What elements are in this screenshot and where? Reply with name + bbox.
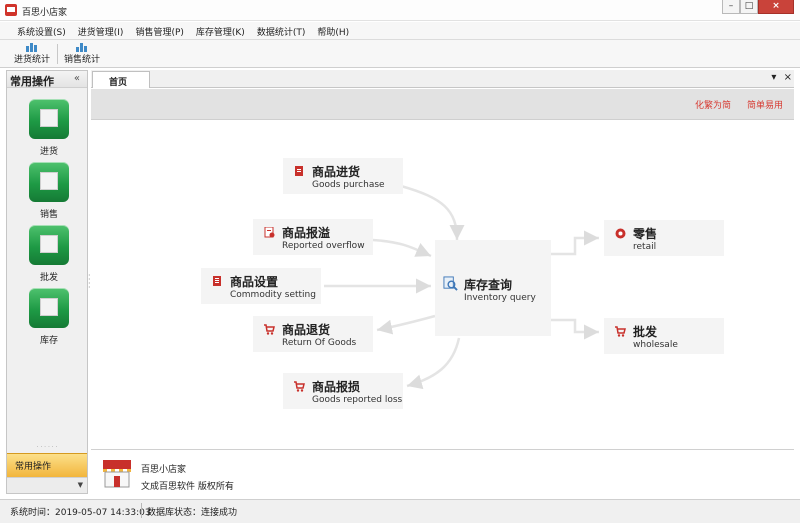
tab-controls: ▾ × (767, 72, 792, 83)
window-controls: – □ × (722, 0, 794, 14)
node-inventory-title: 库存查询 (464, 278, 513, 292)
arrow-inventory-loss (406, 337, 461, 390)
overflow-doc-icon (264, 227, 275, 238)
bar-chart-icon (25, 42, 39, 52)
node-inventory-sub: Inventory query (464, 293, 536, 303)
menu-sales-management[interactable]: 销售管理(P) (135, 28, 184, 38)
tile-wholesale[interactable]: 批发 (27, 225, 71, 283)
node-retail-title: 零售 (633, 227, 658, 241)
arrow-inventory-return (376, 314, 436, 335)
flow-arrows (324, 184, 599, 390)
common-operations-tab[interactable]: 常用操作 (7, 453, 87, 477)
tile-inventory-label: 库存 (39, 336, 58, 346)
node-goods-purchase[interactable]: 商品进货 Goods purchase (283, 158, 403, 194)
footer-app-name: 百思小店家 (141, 465, 187, 475)
node-retail[interactable]: 零售 retail (604, 220, 724, 256)
chevron-down-icon: ▼ (77, 481, 83, 489)
node-wholesale-sub: wholesale (633, 340, 678, 350)
node-reported-overflow[interactable]: 商品报溢 Reported overflow (253, 219, 373, 255)
purchase-stats-button[interactable]: 进货统计 (12, 42, 52, 66)
arrow-overflow-inventory (372, 238, 432, 258)
node-setting-sub: Commodity setting (230, 290, 316, 300)
menu-system-settings[interactable]: 系统设置(S) (17, 28, 66, 38)
node-goods-reported-loss[interactable]: 商品报损 Goods reported loss (283, 373, 403, 409)
purchase-stats-label: 进货统计 (13, 55, 50, 65)
shop-logo-icon (103, 460, 131, 488)
arrow-inventory-retail (551, 230, 599, 256)
node-return-of-goods[interactable]: 商品退货 Return Of Goods (253, 316, 373, 352)
tab-home[interactable]: 首页 (92, 71, 150, 88)
node-overflow-sub: Reported overflow (282, 241, 365, 251)
bar-chart-icon (75, 42, 89, 52)
dropdown-icon[interactable]: ▾ (771, 72, 777, 83)
tile-purchase[interactable]: 进货 (27, 99, 71, 157)
tab-strip: 首页 ▾ × (91, 70, 794, 88)
menu-bar: 系统设置(S) 进货管理(I) 销售管理(P) 库存管理(K) 数据统计(T) … (0, 22, 800, 40)
close-icon[interactable]: × (758, 0, 794, 14)
wholesale-icon (29, 225, 69, 265)
tile-purchase-label: 进货 (39, 147, 58, 157)
minimize-icon[interactable]: – (722, 0, 740, 14)
window-title: 百思小店家 (22, 8, 68, 18)
sales-icon (29, 162, 69, 202)
footer-copyright: 文成百思软件 版权所有 (141, 482, 234, 492)
tile-sales[interactable]: 销售 (27, 162, 71, 220)
node-overflow-title: 商品报溢 (282, 226, 331, 240)
status-bar: 系统时间：2019-05-07 14:33:03 数据库状态：连接成功 (0, 499, 800, 523)
slogan-simplify: 化繁为简 (695, 101, 732, 111)
node-purchase-title: 商品进货 (312, 165, 361, 179)
panel-splitter[interactable]: · · · · · · (36, 444, 58, 451)
app-icon (5, 4, 17, 16)
close-tab-icon[interactable]: × (783, 72, 792, 83)
setting-doc-icon (213, 276, 221, 286)
left-panel-header: 常用操作 « (7, 71, 87, 88)
node-wholesale[interactable]: 批发 wholesale (604, 318, 724, 354)
inventory-search-icon (443, 276, 458, 291)
flow-canvas: 商品进货 Goods purchase 商品报溢 Reported overfl… (91, 120, 794, 448)
menu-help[interactable]: 帮助(H) (317, 28, 350, 38)
purchase-doc-icon (295, 166, 303, 176)
toolbar-divider (57, 44, 58, 64)
sales-stats-button[interactable]: 销售统计 (62, 42, 102, 66)
arrow-purchase-inventory (400, 184, 465, 241)
maximize-icon[interactable]: □ (740, 0, 758, 14)
node-loss-title: 商品报损 (312, 380, 361, 394)
title-bar: 百思小店家 – □ × (0, 0, 800, 21)
node-purchase-sub: Goods purchase (312, 180, 385, 190)
node-return-sub: Return Of Goods (282, 338, 357, 348)
node-loss-sub: Goods reported loss (312, 395, 403, 405)
app-info-footer: 百思小店家 文成百思软件 版权所有 (91, 449, 794, 495)
db-status: 数据库状态：连接成功 (147, 508, 238, 518)
panel-overflow[interactable]: ▼ (7, 477, 87, 493)
node-commodity-setting[interactable]: 商品设置 Commodity setting (201, 268, 321, 304)
node-retail-sub: retail (633, 242, 657, 252)
inventory-icon (29, 288, 69, 328)
return-cart-icon (264, 324, 275, 335)
node-return-title: 商品退货 (282, 323, 331, 337)
toolbar: 进货统计 销售统计 (0, 40, 800, 68)
left-panel: 常用操作 « 进货 销售 批发 库存 · · · · · · 常用操作 ▼ (6, 70, 88, 494)
wholesale-cart-icon (615, 326, 626, 337)
loss-cart-icon (294, 381, 305, 392)
menu-inventory-management[interactable]: 库存管理(K) (195, 28, 245, 38)
left-panel-title: 常用操作 (10, 75, 54, 88)
node-inventory-query[interactable]: 库存查询 Inventory query (435, 240, 551, 336)
status-divider (141, 503, 142, 518)
tile-sales-label: 销售 (39, 210, 58, 220)
slogan-bar: 化繁为简 简单易用 (91, 89, 794, 120)
slogan-easy: 简单易用 (747, 101, 784, 111)
menu-purchase-management[interactable]: 进货管理(I) (77, 28, 124, 38)
vertical-splitter[interactable]: ···· (88, 271, 91, 292)
node-wholesale-title: 批发 (633, 325, 658, 339)
menu-data-statistics[interactable]: 数据统计(T) (256, 28, 306, 38)
purchase-icon (29, 99, 69, 139)
system-time: 系统时间：2019-05-07 14:33:03 (10, 508, 151, 518)
sales-stats-label: 销售统计 (63, 55, 100, 65)
node-setting-title: 商品设置 (230, 275, 279, 289)
tile-inventory[interactable]: 库存 (27, 288, 71, 346)
retail-icon (615, 228, 626, 239)
arrow-inventory-wholesale (551, 318, 599, 340)
tile-wholesale-label: 批发 (39, 273, 58, 283)
collapse-icon[interactable]: « (73, 73, 80, 84)
